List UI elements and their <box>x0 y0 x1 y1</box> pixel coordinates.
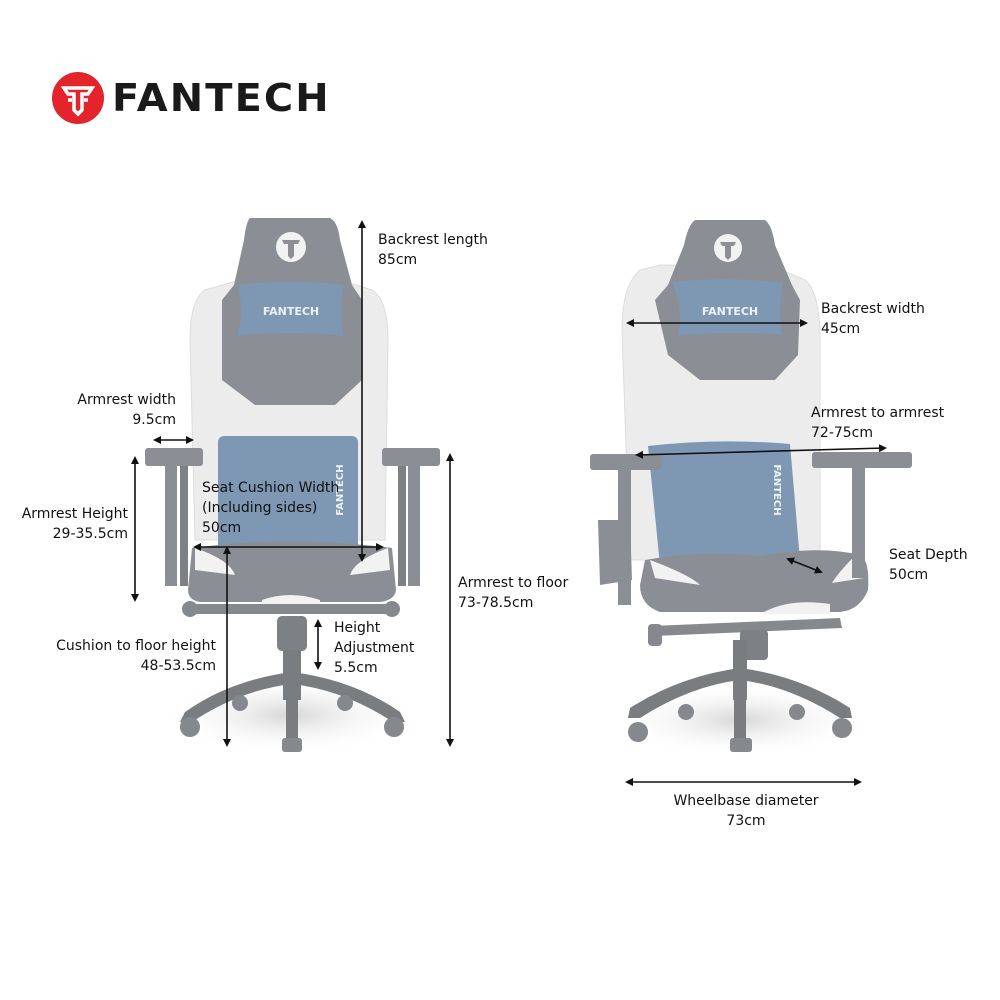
armrest-height-value: 29-35.5cm <box>52 526 128 542</box>
armrest-width-label: Armrest width 9.5cm <box>40 390 176 430</box>
height-adjustment-title2: Adjustment <box>334 640 415 656</box>
wheelbase-diameter-title: Wheelbase diameter <box>673 793 819 809</box>
brand-logo: FANTECH <box>52 72 329 124</box>
seat-cushion-width-title: Seat Cushion Width <box>202 480 340 496</box>
height-adjustment-value: 5.5cm <box>334 660 378 676</box>
armrest-height-label: Armrest Height 29-35.5cm <box>0 504 128 544</box>
seat-depth-value: 50cm <box>889 567 929 583</box>
seat-depth-label: Seat Depth 50cm <box>889 545 968 585</box>
height-adjustment-label: Height Adjustment 5.5cm <box>334 618 414 678</box>
armrest-to-floor-label: Armrest to floor 73-78.5cm <box>458 573 568 613</box>
backrest-width-value: 45cm <box>821 321 861 337</box>
backrest-length-label: Backrest length 85cm <box>378 230 488 270</box>
seat-cushion-width-label: Seat Cushion Width (Including sides) 50c… <box>202 478 339 538</box>
armrest-to-floor-title: Armrest to floor <box>458 575 569 591</box>
backrest-length-title: Backrest length <box>378 232 488 248</box>
wheelbase-diameter-value: 73cm <box>726 813 766 829</box>
seat-depth-title: Seat Depth <box>889 547 968 563</box>
wheelbase-diameter-label: Wheelbase diameter 73cm <box>646 791 846 831</box>
armrest-width-title: Armrest width <box>77 392 176 408</box>
armrest-to-armrest-value: 72-75cm <box>811 425 874 441</box>
seat-cushion-width-value: 50cm <box>202 520 242 536</box>
backrest-width-title: Backrest width <box>821 301 925 317</box>
cushion-to-floor-label: Cushion to floor height 48-53.5cm <box>20 636 216 676</box>
fantech-emblem-icon <box>52 72 104 124</box>
backrest-length-value: 85cm <box>378 252 418 268</box>
side-headrest-text: FANTECH <box>702 305 758 318</box>
armrest-to-armrest-title: Armrest to armrest <box>811 405 945 421</box>
cushion-to-floor-title: Cushion to floor height <box>56 638 216 654</box>
armrest-height-title: Armrest Height <box>21 506 128 522</box>
height-adjustment-title: Height <box>334 620 381 636</box>
brand-name: FANTECH <box>112 76 331 120</box>
backrest-width-label: Backrest width 45cm <box>821 299 925 339</box>
front-headrest-text: FANTECH <box>263 305 319 318</box>
armrest-width-value: 9.5cm <box>132 412 176 428</box>
side-lumbar-text: FANTECH <box>771 464 782 515</box>
cushion-to-floor-value: 48-53.5cm <box>140 658 216 674</box>
seat-cushion-width-subtitle: (Including sides) <box>202 500 318 516</box>
armrest-to-armrest-label: Armrest to armrest 72-75cm <box>811 403 944 443</box>
armrest-to-floor-value: 73-78.5cm <box>458 595 534 611</box>
front-lumbar-text: FANTECH <box>335 464 346 515</box>
